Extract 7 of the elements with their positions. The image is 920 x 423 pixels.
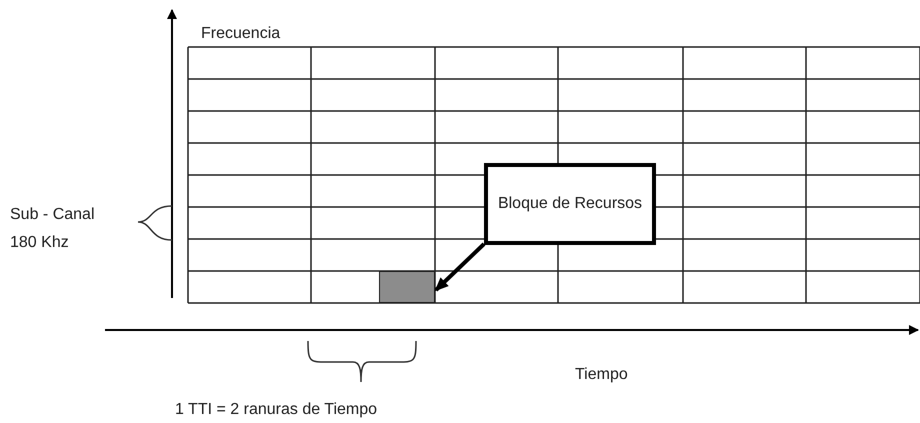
arrow	[434, 242, 486, 292]
callout-box: Bloque de Recursos	[484, 163, 656, 245]
axis-annotation: Sub - Canal 180 Khz	[10, 205, 96, 253]
resource-block	[379, 271, 435, 303]
axis-label: Tiempo	[575, 365, 628, 385]
axis-label: Frecuencia	[201, 24, 280, 44]
brace-label: 1 TTI = 2 ranuras de Tiempo	[175, 400, 378, 420]
